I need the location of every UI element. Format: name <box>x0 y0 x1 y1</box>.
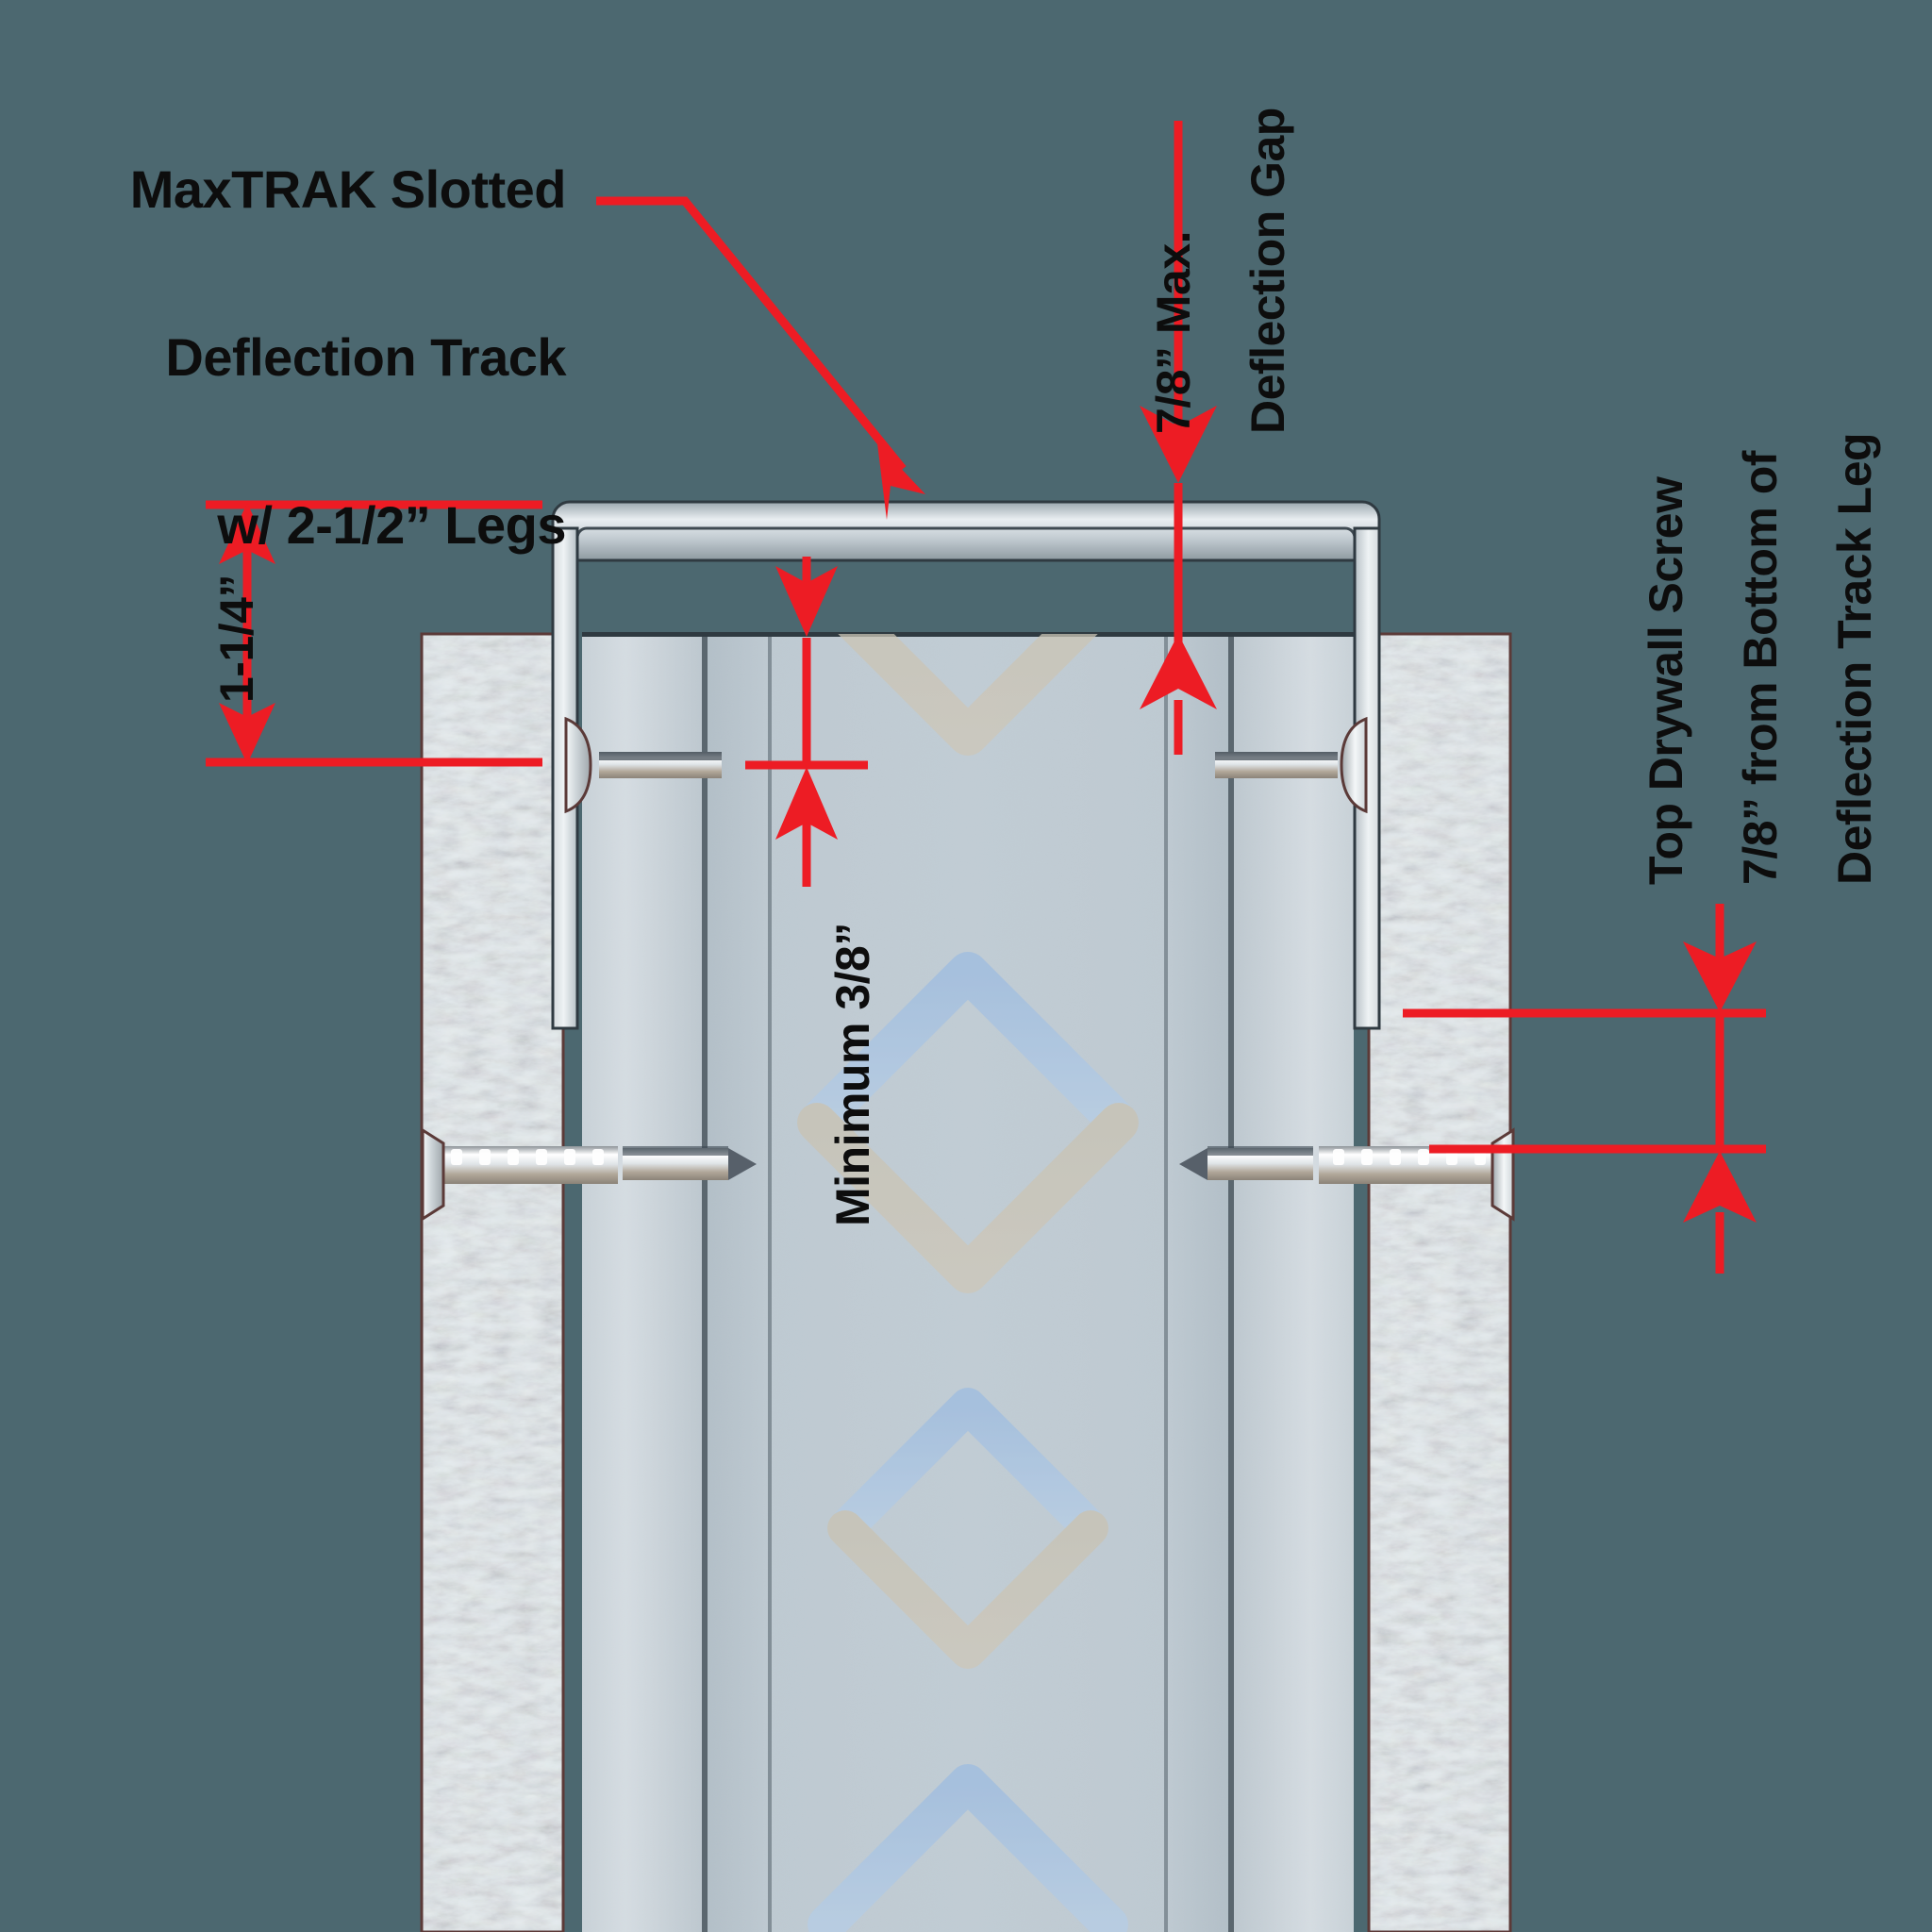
leader-maxtrak-track <box>596 196 925 520</box>
dimension-label-minimum-3-8: Minimum 3/8” <box>826 923 879 1226</box>
deflection-gap-label-line-1: 7/8” Max. <box>1147 230 1200 434</box>
callout-line-3: w/ 2-1/2” Legs <box>217 494 566 555</box>
dimension-label-1-1-4: 1-1/4” <box>210 575 263 703</box>
maxtrak-track-callout-text: MaxTRAK Slotted Deflection Track w/ 2-1/… <box>75 49 567 665</box>
stud-emboss-pattern <box>797 634 1139 1932</box>
top-screw-callout-line-2: 7/8” from Bottom of <box>1734 451 1787 885</box>
deflection-gap-label-line-2: Deflection Gap <box>1241 108 1294 434</box>
top-screw-callout-line-1: Top Drywall Screw <box>1640 476 1692 885</box>
callout-line-1: MaxTRAK Slotted <box>129 158 567 219</box>
dimension-screw-setback <box>1403 904 1766 1274</box>
drywall-right <box>1367 632 1512 1932</box>
screw-upper-right <box>1215 716 1368 814</box>
top-screw-callout-line-3: Deflection Track Leg <box>1828 432 1881 885</box>
drywall-left <box>420 632 565 1932</box>
screw-lower-left <box>421 1127 757 1222</box>
callout-line-2: Deflection Track <box>165 326 566 387</box>
dimension-minimum-3-8 <box>745 557 868 887</box>
dimension-deflection-gap <box>1140 121 1217 755</box>
screw-upper-left <box>564 716 722 814</box>
dimension-1-1-4 <box>206 500 542 767</box>
